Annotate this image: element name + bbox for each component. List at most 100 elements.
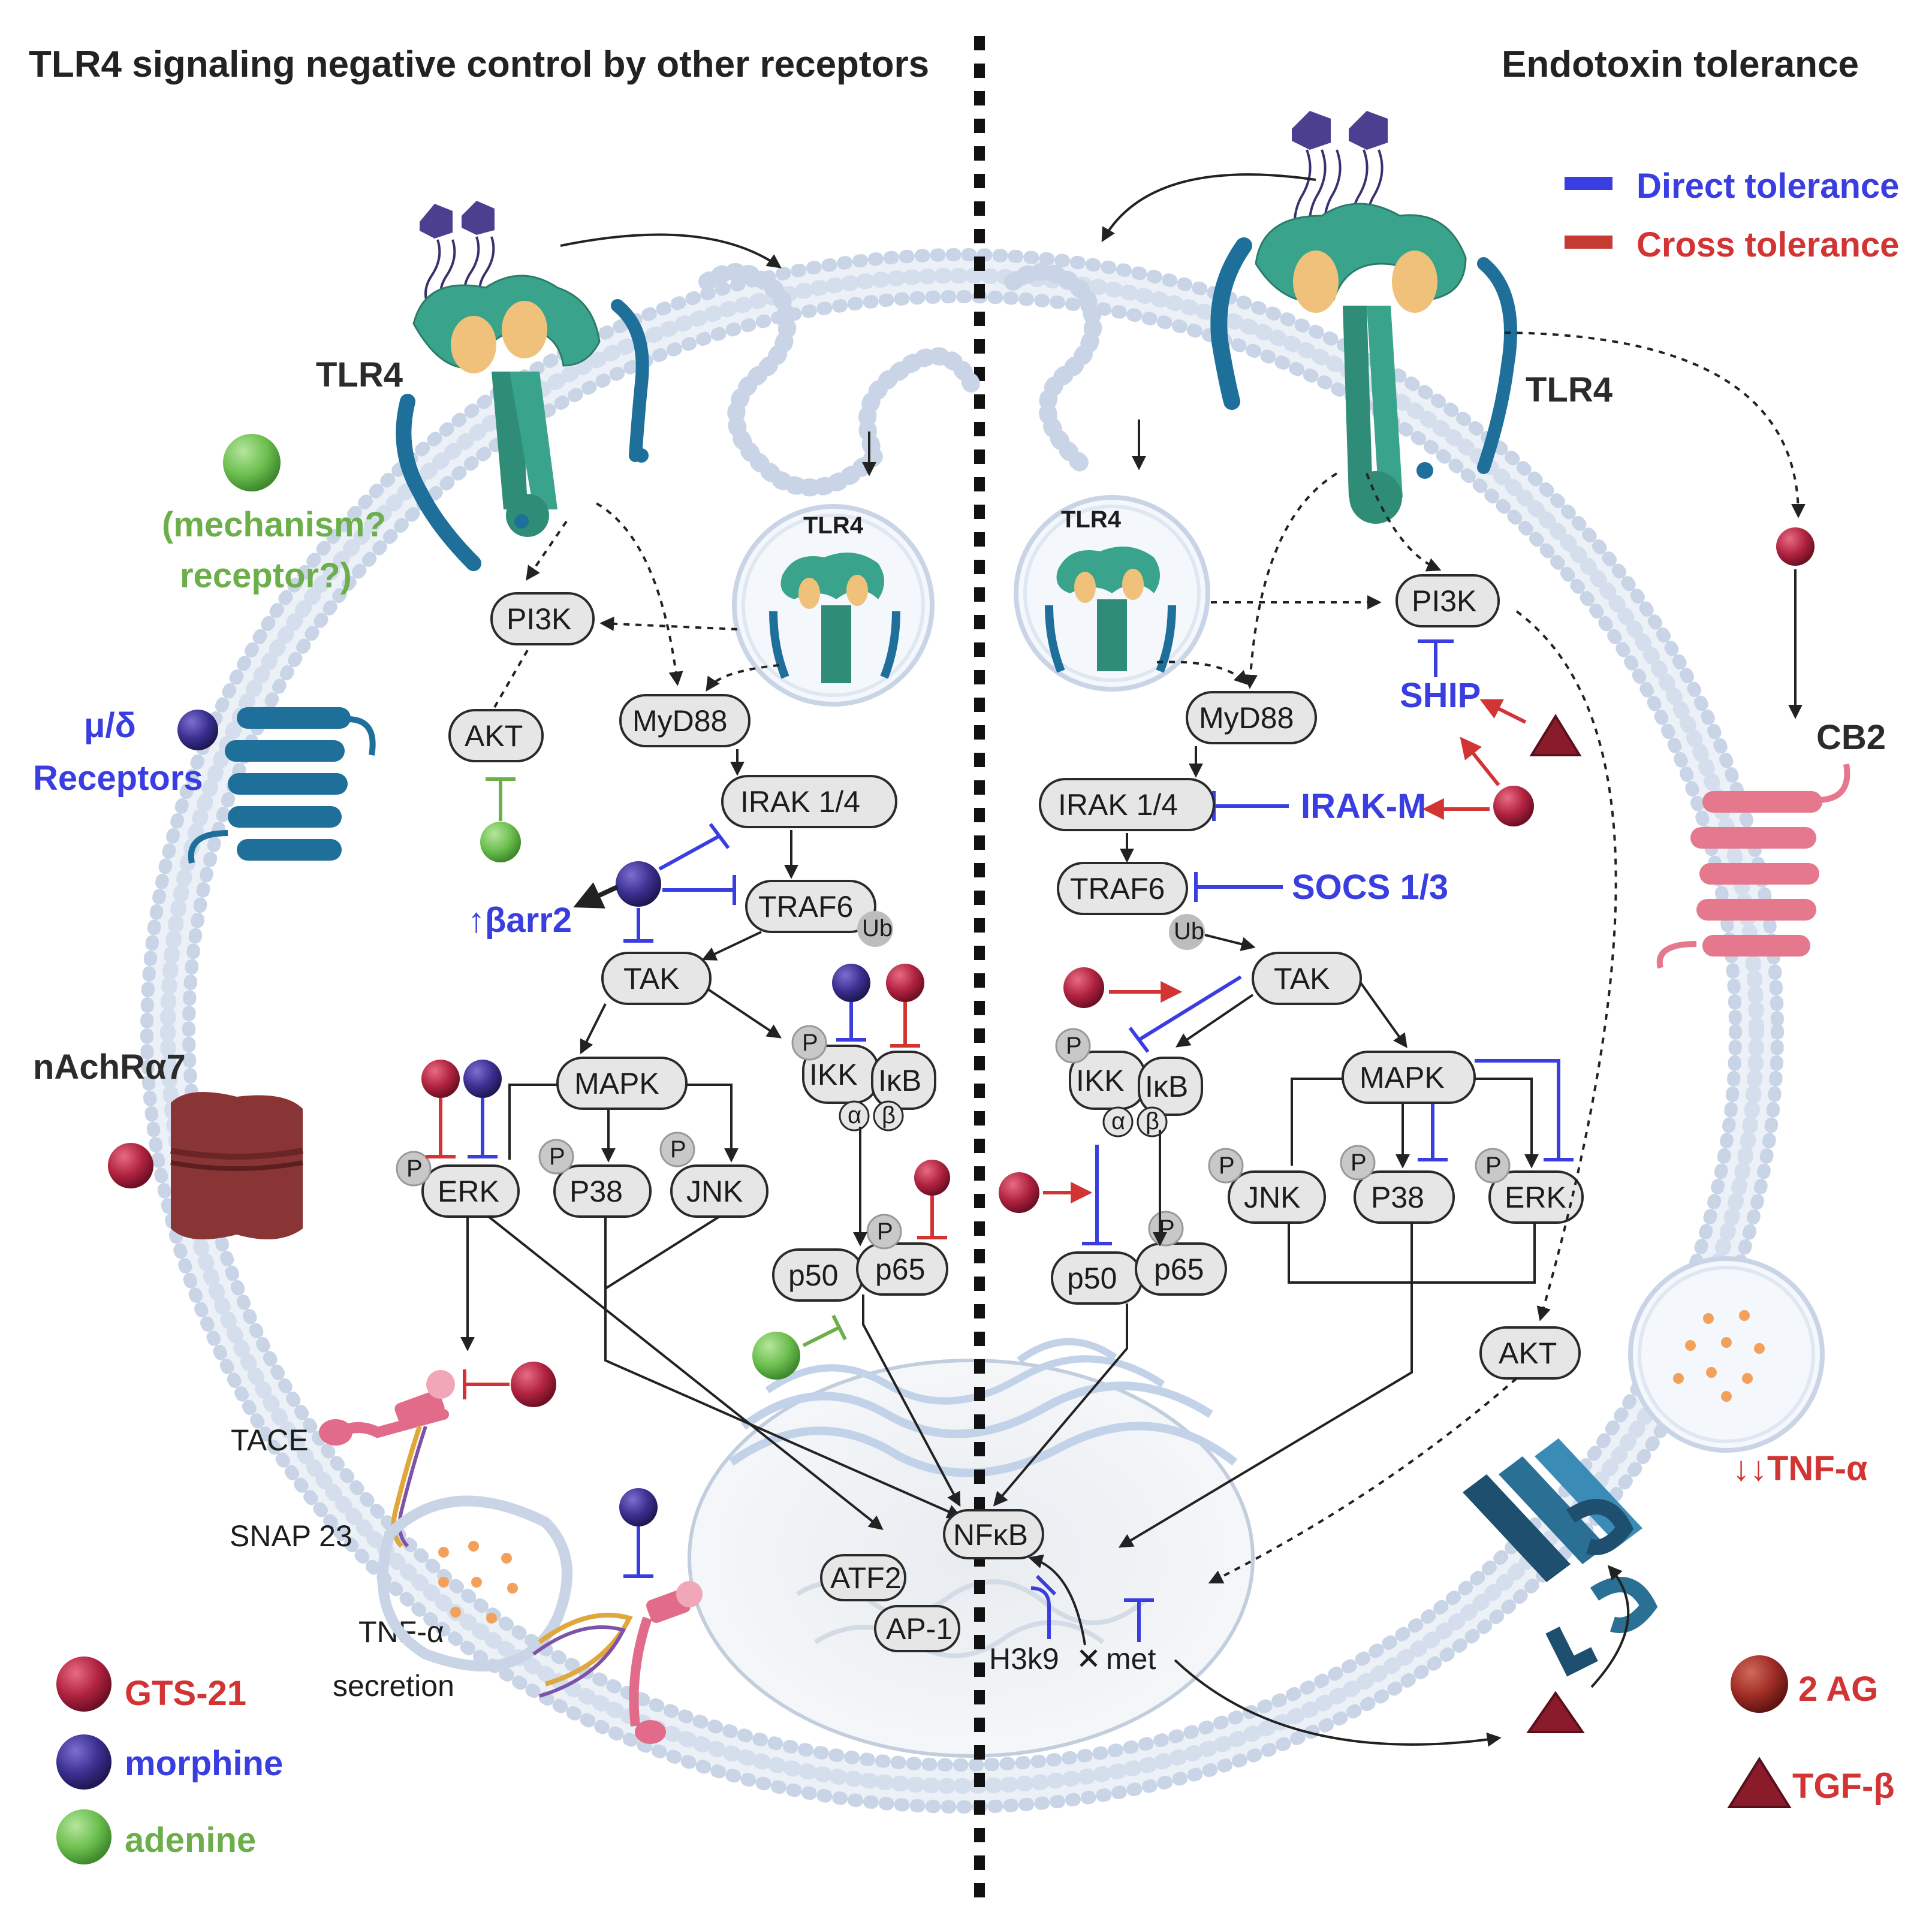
tgfb-legend-icon (1727, 1757, 1792, 1808)
membrane-invagination-right (1004, 263, 1102, 476)
receptors-label-2: Receptors (33, 759, 203, 798)
p-badge-ikk-left (791, 1025, 827, 1061)
nachr-channel (170, 1092, 303, 1239)
p-badge-ikk-right (1055, 1028, 1091, 1064)
p65-label-right: p65 (1154, 1253, 1204, 1286)
cell-membrane (140, 248, 1784, 1814)
mu-delta-receptor (188, 707, 376, 864)
ikb-node-left (871, 1051, 936, 1110)
tak-label-right: TAK (1274, 962, 1330, 995)
h3k9-cross: ✕ (1076, 1642, 1101, 1676)
mapk-label-right: MAPK (1360, 1061, 1445, 1094)
tlr4-receptor-left (396, 201, 649, 571)
legend-tgfb-label: TGF-β (1792, 1767, 1895, 1806)
socs-label: SOCS 1/3 (1292, 868, 1448, 907)
ship-inhibitor (1418, 639, 1454, 677)
two-ag-ligand-p50 (999, 1172, 1039, 1213)
irak-label-left: IRAK 1/4 (740, 785, 860, 819)
jnk-label-right: JNK (1244, 1181, 1300, 1214)
morphine-ligand-ikk (832, 964, 870, 1002)
tgfb-receptor-arrow (1590, 1565, 1630, 1688)
two-ag-legend-icon (1731, 1655, 1788, 1713)
irak-node-left (721, 775, 897, 828)
myd88-node-left (619, 694, 751, 747)
legend-two-ag-label: 2 AG (1798, 1670, 1878, 1709)
akt-node-right (1479, 1326, 1581, 1380)
p-badge-p65-left (866, 1214, 902, 1250)
irakm-label: IRAK-M (1301, 787, 1426, 826)
adenine-ligand-p50 (752, 1332, 800, 1380)
erk-label-right: ERK (1505, 1181, 1566, 1214)
mapk-node-left (556, 1057, 688, 1110)
tak-node-left (601, 952, 712, 1005)
p-badge-jnk-right (1208, 1148, 1244, 1184)
p-label-p38-left: P (549, 1143, 565, 1170)
alpha-badge-left (839, 1100, 870, 1131)
met-label: met (1106, 1642, 1156, 1676)
p38-label-left: P38 (569, 1175, 623, 1208)
mechanism-label-2: receptor?) (180, 556, 352, 595)
beta-label-right: β (1146, 1108, 1159, 1134)
morphine-ligand-tace (619, 1488, 658, 1526)
two-ag-ligand-irakm (1493, 786, 1534, 826)
p65-label-left: p65 (875, 1253, 925, 1286)
two-ag-ligand-cb2 (1776, 527, 1815, 566)
p-label-erk-left: P (406, 1155, 423, 1182)
ikk-label-left: IKK (809, 1058, 858, 1091)
tnf-secretion-label-2: secretion (333, 1669, 454, 1703)
p50-label-right: p50 (1067, 1262, 1117, 1295)
p-label-ikk-right: P (1066, 1033, 1082, 1059)
p-label-p65-left: P (877, 1218, 893, 1245)
p-label-ikk-left: P (802, 1030, 818, 1056)
endosome-tlr4-label-right: TLR4 (1061, 506, 1122, 533)
direct-tolerance-swatch (1565, 177, 1612, 190)
legend-adenine-label: adenine (125, 1821, 256, 1860)
erk-node-left (421, 1164, 520, 1218)
ikk-label-right: IKK (1076, 1064, 1125, 1097)
two-ag-ligand-tak (1063, 967, 1104, 1008)
akt-label-left: AKT (465, 719, 523, 753)
myd88-label-right: MyD88 (1199, 701, 1294, 735)
p-label-jnk-left: P (670, 1136, 686, 1163)
myd88-node-right (1186, 691, 1317, 744)
traf6-node-left (745, 880, 876, 933)
barr2-label: ↑βarr2 (468, 901, 572, 940)
vesicle-right (1628, 1256, 1825, 1453)
ub-badge-right (1169, 914, 1205, 950)
receptors-label-1: μ/δ (84, 706, 136, 745)
mapk-label-left: MAPK (574, 1067, 659, 1100)
right-arrows (993, 472, 1617, 1747)
ub-label-right: Ub (1174, 918, 1204, 945)
tgfb-ligand-bottom (1526, 1691, 1585, 1733)
legend-gts21-label: GTS-21 (125, 1674, 246, 1713)
jnk-label-left: JNK (686, 1175, 743, 1208)
snap23-label: SNAP 23 (230, 1519, 352, 1553)
atf2-node (820, 1554, 906, 1601)
morphine-ligand-mid (616, 861, 661, 907)
p-badge-jnk-left (659, 1131, 695, 1167)
ap1-label: AP-1 (886, 1612, 953, 1646)
p-label-p65-right: P (1159, 1215, 1175, 1242)
erk-label-left: ERK (438, 1175, 499, 1208)
p38-node-left (553, 1164, 652, 1218)
ship-label: SHIP (1400, 676, 1481, 715)
p-label-erk-right: P (1485, 1152, 1502, 1179)
tgfb-receptor (1463, 1438, 1658, 1677)
p65-node-left (856, 1242, 948, 1296)
beta-badge-right (1137, 1106, 1168, 1137)
beta-badge-left (873, 1100, 904, 1131)
legend-direct-label: Direct tolerance (1636, 167, 1899, 206)
ikb-label-right: IκB (1145, 1070, 1188, 1103)
gts21-ligand-tace (511, 1362, 556, 1407)
ap1-node (874, 1605, 960, 1652)
p65-node-right (1135, 1242, 1227, 1296)
tace-label: TACE (231, 1423, 309, 1457)
p-badge-erk-right (1475, 1148, 1511, 1184)
gts21-ligand-p65 (914, 1160, 950, 1196)
gts21-ligand-ikb (886, 964, 924, 1002)
mechanism-label-1: (mechanism? (162, 505, 386, 544)
legend-cross-label: Cross tolerance (1636, 225, 1899, 264)
tlr4-label-left: TLR4 (316, 355, 403, 394)
tak-label-left: TAK (623, 962, 680, 995)
